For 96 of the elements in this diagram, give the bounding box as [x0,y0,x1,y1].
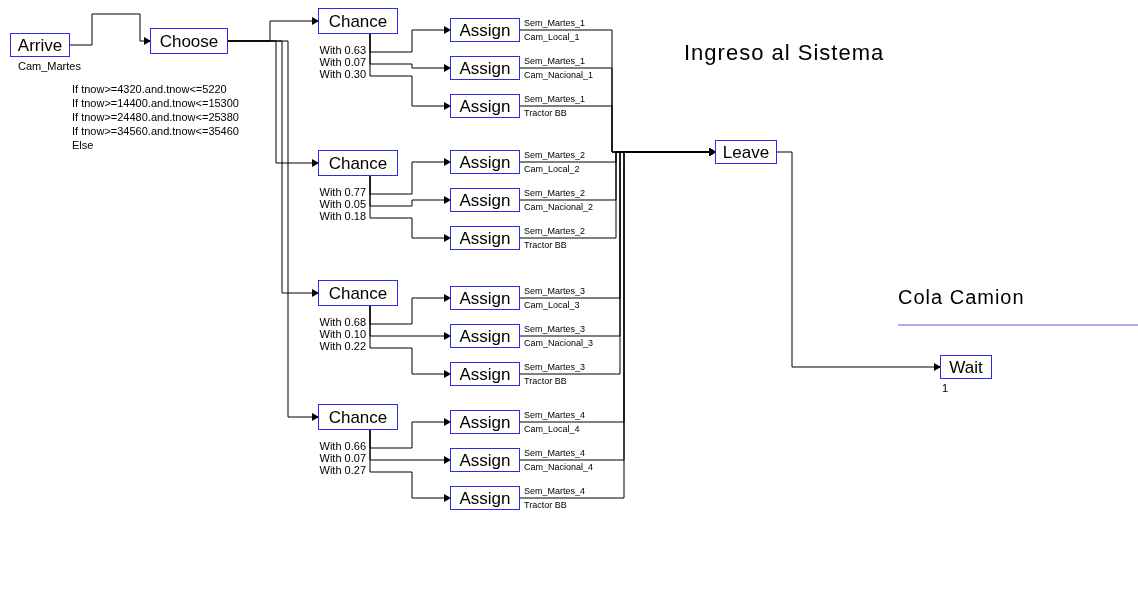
module-name: Chance [328,408,388,426]
module-box [10,33,70,57]
module-box [940,355,992,379]
module-label: Sem_Martes_1 [524,56,586,67]
probability-label: With 0.77 [319,187,366,198]
module-box [318,404,398,430]
probability-label: With 0.05 [319,199,366,210]
module-name: Leave [722,143,770,161]
module-box [450,188,520,212]
module-box [450,18,520,42]
module-label: Tractor BB [524,108,567,119]
module-label: 1 [942,383,949,394]
connector-arrow [369,418,451,449]
module-name: Assign [459,191,511,209]
module-box [450,226,520,250]
module-label: Cam_Nacional_3 [524,338,594,349]
condition-label: Else [72,140,94,151]
condition-label: If tnow>=4320.and.tnow<=5220 [72,84,227,95]
condition-label: If tnow>=34560.and.tnow<=35460 [72,126,239,137]
module-name: Assign [459,97,511,115]
module-label: Cam_Nacional_1 [524,70,594,81]
connector-arrow [776,151,941,371]
module-name: Arrive [17,36,63,54]
module-label: Sem_Martes_1 [524,18,586,29]
probability-label: With 0.63 [319,45,366,56]
module-name: Chance [328,154,388,172]
connector-arrow [369,158,451,195]
module-label: Tractor BB [524,500,567,511]
module-name: Chance [328,12,388,30]
probability-label: With 0.66 [319,441,366,452]
module-name: Assign [459,413,511,431]
module-label: Cam_Local_3 [524,300,580,311]
connector-arrow [369,294,451,325]
module-box [450,486,520,510]
module-label: Sem_Martes_1 [524,94,586,105]
module-label: Cam_Martes [18,61,81,72]
module-name: Assign [459,153,511,171]
connector-arrow [227,40,319,421]
probability-label: With 0.07 [319,57,366,68]
module-box [450,324,520,348]
module-box [450,362,520,386]
module-name: Assign [459,365,511,383]
connector-arrow [369,33,451,110]
probability-label: With 0.07 [319,453,366,464]
module-name: Assign [459,59,511,77]
probability-label: With 0.22 [319,341,366,352]
module-name: Chance [328,284,388,302]
section-title: Ingreso al Sistema [684,39,885,67]
module-box [318,8,398,34]
module-label: Tractor BB [524,376,567,387]
module-label: Cam_Local_1 [524,32,580,43]
connector-arrow [369,26,451,53]
module-box [450,448,520,472]
probability-label: With 0.10 [319,329,366,340]
connector-arrow [369,175,451,242]
module-label: Tractor BB [524,240,567,251]
module-box [450,286,520,310]
module-label: Cam_Nacional_4 [524,462,594,473]
module-label: Sem_Martes_4 [524,410,586,421]
connector-arrow [369,429,451,502]
module-label: Cam_Local_2 [524,164,580,175]
module-box [318,150,398,176]
module-box [450,94,520,118]
probability-label: With 0.18 [319,211,366,222]
module-label: Sem_Martes_4 [524,486,586,497]
module-name: Assign [459,451,511,469]
module-label: Sem_Martes_2 [524,150,586,161]
module-name: Assign [459,327,511,345]
connector-arrow [69,13,151,46]
probability-label: With 0.68 [319,317,366,328]
connector-arrow [369,305,451,378]
module-box [150,28,228,54]
module-name: Assign [459,229,511,247]
module-label: Cam_Local_4 [524,424,580,435]
module-name: Assign [459,289,511,307]
module-label: Sem_Martes_2 [524,226,586,237]
module-name: Assign [459,21,511,39]
module-box [715,140,777,164]
probability-label: With 0.27 [319,465,366,476]
module-label: Sem_Martes_4 [524,448,586,459]
module-label: Sem_Martes_2 [524,188,586,199]
probability-label: With 0.30 [319,69,366,80]
condition-label: If tnow>=14400.and.tnow<=15300 [72,98,239,109]
condition-label: If tnow>=24480.and.tnow<=25380 [72,112,239,123]
module-label: Sem_Martes_3 [524,324,586,335]
module-box [450,410,520,434]
module-box [450,150,520,174]
module-label: Cam_Nacional_2 [524,202,594,213]
module-box [318,280,398,306]
module-name: Choose [159,32,219,50]
module-label: Sem_Martes_3 [524,286,586,297]
module-box [450,56,520,80]
section-title: Cola Camion [898,285,1025,310]
module-name: Assign [459,489,511,507]
module-label: Sem_Martes_3 [524,362,586,373]
module-name: Wait [949,358,983,376]
